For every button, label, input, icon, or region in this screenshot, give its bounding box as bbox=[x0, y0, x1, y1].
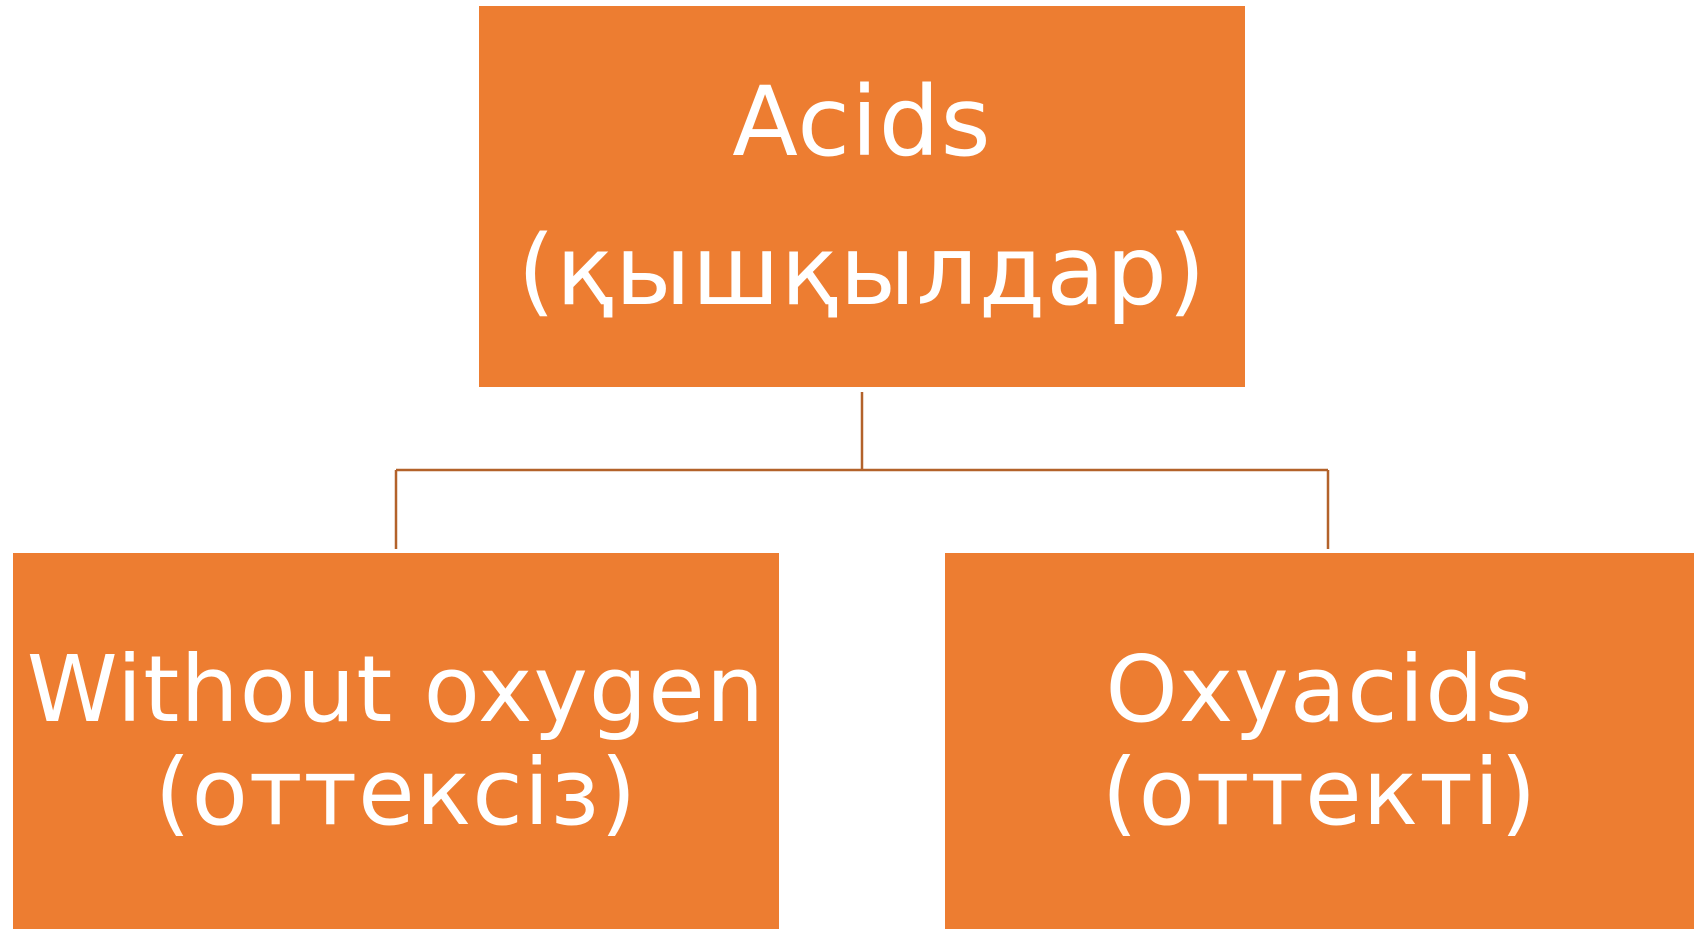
root-node-label: Acids (қышқылдар) bbox=[518, 48, 1207, 346]
connector-group bbox=[394, 392, 1330, 549]
root-node-subtitle: (қышқылдар) bbox=[517, 214, 1207, 327]
child-node-without-oxygen: Without oxygen (оттексіз) bbox=[13, 553, 779, 929]
child-node-oxyacids: Oxyacids (оттекті) bbox=[945, 553, 1694, 929]
root-node-acids: Acids (қышқылдар) bbox=[479, 6, 1245, 387]
child-node-right-label: Oxyacids (оттекті) bbox=[1102, 638, 1538, 844]
child-node-right-subtitle: (оттекті) bbox=[1101, 739, 1538, 846]
child-node-left-subtitle: (оттексіз) bbox=[154, 739, 638, 846]
child-node-right-title: Oxyacids bbox=[1105, 635, 1534, 743]
child-node-left-label: Without oxygen (оттексіз) bbox=[27, 638, 765, 844]
root-node-title: Acids bbox=[732, 65, 992, 178]
child-node-left-title: Without oxygen bbox=[26, 635, 766, 743]
